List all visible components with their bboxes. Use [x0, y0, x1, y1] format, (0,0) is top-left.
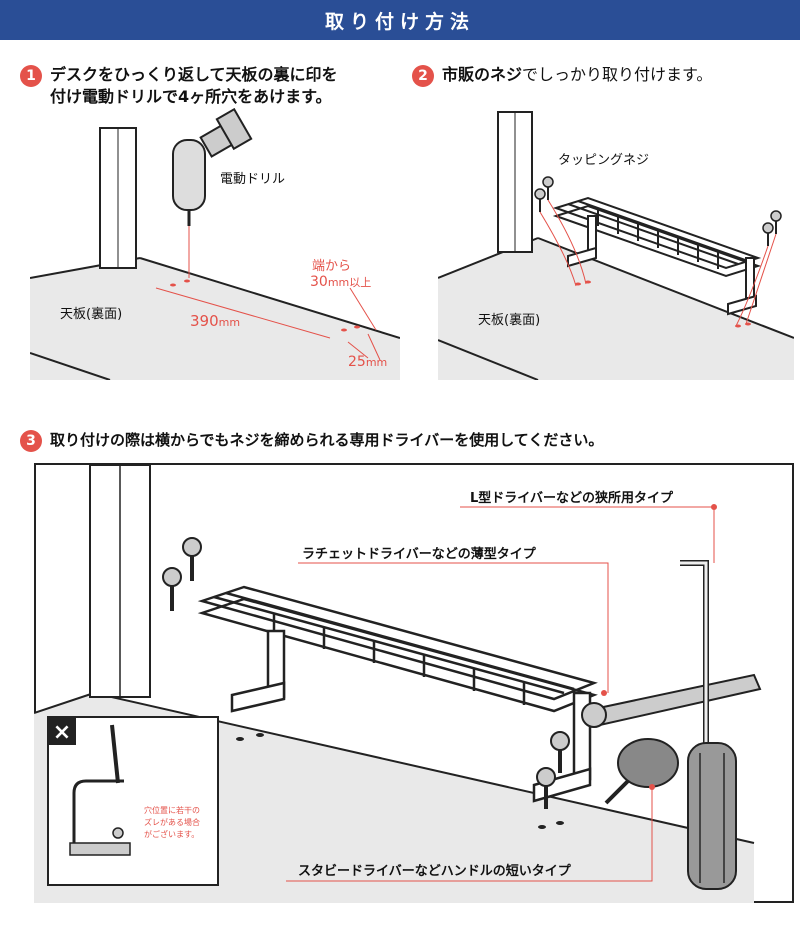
- desk-board-underside: [30, 258, 400, 380]
- drill-icon: [172, 108, 253, 278]
- board-label: 天板(裏面): [478, 313, 540, 328]
- step-1: 1 デスクをひっくり返して天板の裏に印を 付け電動ドリルで4ヶ所穴をあけます。: [20, 64, 338, 108]
- stubby-driver-label: スタビードライバーなどハンドルの短いタイプ: [298, 863, 572, 879]
- ng-mark: ×: [53, 720, 71, 745]
- hole-mark: [538, 825, 546, 829]
- long-screwdriver-handle-icon: [687, 742, 737, 890]
- screw-icon: [550, 731, 570, 773]
- hole-mark: [735, 324, 741, 328]
- step-3-badge: 3: [20, 430, 42, 452]
- screw-icon: [770, 210, 782, 234]
- dimension-25: 25mm: [348, 354, 387, 370]
- ng-inset: × 穴位置に若干の ズレがある場合 がございます。: [47, 716, 219, 886]
- ng-note-line1: 穴位置に若干の: [144, 805, 200, 815]
- ng-note-line3: がございます。: [144, 829, 199, 839]
- screw-icon: [182, 537, 202, 581]
- hole-mark: [341, 328, 347, 332]
- drill-label: 電動ドリル: [220, 172, 285, 187]
- ratchet-driver-icon: [581, 673, 762, 728]
- dimension-390: 390mm: [190, 312, 240, 330]
- hole-mark: [170, 283, 176, 287]
- screw-icon: [536, 767, 556, 809]
- hole-mark: [585, 280, 591, 284]
- board-label: 天板(裏面): [60, 307, 122, 322]
- desk-board-underside: [438, 238, 794, 380]
- hole-mark: [556, 821, 564, 825]
- step-2-text-rest: でしっかり取り付けます。: [522, 65, 713, 84]
- screw-icon: [162, 567, 182, 611]
- hole-mark: [575, 282, 581, 286]
- hole-mark: [745, 322, 751, 326]
- l-driver-icon: [680, 560, 709, 753]
- step-1-badge: 1: [20, 65, 42, 87]
- step-2: 2 市販のネジでしっかり取り付けます。: [412, 64, 712, 87]
- step-3: 3 取り付けの際は横からでもネジを締められる専用ドライバーを使用してください。: [20, 429, 603, 452]
- step-1-text-line2: 付け電動ドリルで4ヶ所穴をあけます。: [50, 87, 332, 106]
- panel-driver-types: L型ドライバーなどの狭所用タイプ ラチェットドライバーなどの薄型タイプ スタビー…: [34, 463, 794, 903]
- screw-icon: [762, 222, 774, 246]
- edge-label-line1: 端から: [312, 259, 351, 274]
- wire-rack-icon: [552, 196, 762, 316]
- hole-mark: [184, 279, 190, 283]
- step-2-text-bold: 市販のネジ: [442, 65, 523, 84]
- step-3-text: 取り付けの際は横からでもネジを締められる専用ドライバーを使用してください。: [50, 431, 604, 449]
- step-1-text-line1: デスクをひっくり返して天板の裏に印を: [50, 65, 338, 84]
- page-header: 取り付け方法: [0, 0, 800, 40]
- hole-mark: [354, 325, 360, 329]
- edge-label-line2: 30mm以上: [310, 274, 371, 290]
- step-2-badge: 2: [412, 65, 434, 87]
- screw-icon: [534, 188, 546, 212]
- ratchet-driver-label: ラチェットドライバーなどの薄型タイプ: [302, 546, 537, 562]
- l-driver-label: L型ドライバーなどの狭所用タイプ: [470, 490, 674, 506]
- hole-mark: [256, 733, 264, 737]
- stubby-driver-icon: [604, 738, 679, 805]
- dimension-line-390: [155, 287, 331, 339]
- ng-note-line2: ズレがある場合: [144, 817, 200, 827]
- page-title: 取り付け方法: [324, 10, 475, 33]
- hole-mark: [236, 737, 244, 741]
- screw-icon: [542, 176, 554, 200]
- panel-screw-diagram: タッピングネジ 天板(裏面): [438, 111, 794, 380]
- panel-drill-diagram: 電動ドリル 390mm 端から 30mm以上 25mm 天板(裏面): [30, 108, 400, 380]
- screw-label: タッピングネジ: [558, 153, 649, 168]
